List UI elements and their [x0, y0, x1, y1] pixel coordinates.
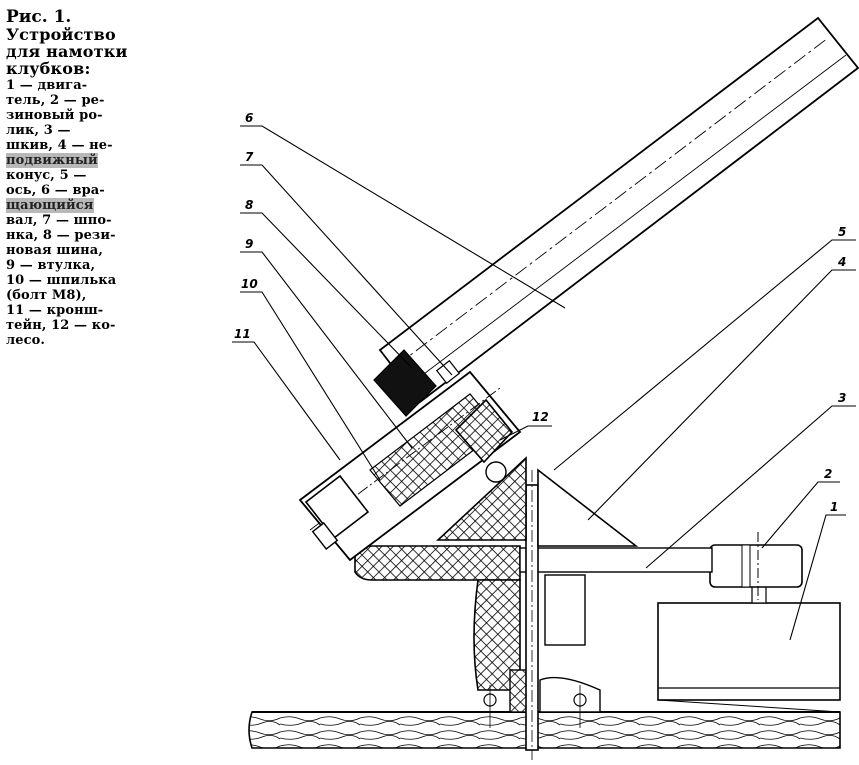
legend-line: вал, 7 — шпо-	[6, 213, 112, 228]
leader-12	[499, 425, 552, 441]
legend-line-highlight: подвижный	[6, 153, 98, 168]
legend-line: тель, 2 — ре-	[6, 93, 105, 108]
leader-7	[240, 164, 453, 376]
figure-caption: Рис. 1. Устройство для намотки клубков: …	[6, 8, 146, 348]
wheel	[454, 398, 514, 483]
label-11: 11	[234, 327, 251, 341]
leader-8	[240, 212, 413, 369]
legend-line: ось, 6 — вра-	[6, 183, 105, 198]
legend-line: шкив, 4 — не-	[6, 138, 113, 153]
bolt-end	[304, 474, 370, 550]
caption-heading-1: Устройство	[6, 25, 116, 44]
label-8: 8	[245, 198, 253, 212]
base-board	[248, 711, 841, 749]
legend-line: лесо.	[6, 333, 46, 348]
legend-line: новая шина,	[6, 243, 103, 258]
legend-line: 1 — двига-	[6, 78, 88, 93]
label-5: 5	[838, 225, 846, 239]
label-7: 7	[245, 150, 254, 164]
legend-line: тейн, 12 — ко-	[6, 318, 116, 333]
leader-10	[240, 291, 381, 481]
leader-9	[240, 251, 413, 449]
leader-4	[587, 269, 856, 521]
label-1: 1	[830, 500, 838, 514]
motor	[657, 584, 841, 713]
vertical-hub	[473, 574, 601, 713]
legend-line: нка, 8 — рези-	[6, 228, 116, 243]
legend-line-highlight: щающийся	[6, 198, 94, 213]
label-3: 3	[838, 391, 846, 405]
legend-line: щающийся	[6, 198, 146, 213]
legend-line: 11 — кронш-	[6, 303, 104, 318]
fixed-axle	[525, 470, 539, 760]
legend-line: лик, 3 —	[6, 123, 71, 138]
caption-legend: 1 — двига- тель, 2 — ре- зиновый ро- лик…	[6, 78, 146, 348]
label-6: 6	[245, 111, 253, 125]
legend-line: конус, 5 —	[6, 168, 87, 183]
rotating-shaft	[378, 16, 859, 404]
leader-lines	[232, 125, 856, 641]
figure-title: Рис. 1.	[6, 7, 72, 27]
legend-line: (болт M8),	[6, 288, 87, 303]
rubber-tire	[373, 349, 437, 417]
leader-3	[645, 405, 856, 569]
caption-heading-3: клубков:	[6, 59, 91, 78]
label-9: 9	[245, 237, 253, 251]
label-10: 10	[241, 277, 258, 291]
label-2: 2	[824, 467, 832, 481]
label-12: 12	[532, 410, 549, 424]
leader-6	[240, 125, 566, 309]
mounting-bolts	[483, 685, 587, 728]
legend-line: подвижный	[6, 153, 146, 168]
label-4: 4	[837, 255, 846, 269]
caption-heading-2: для намотки	[6, 42, 128, 61]
leader-1	[789, 514, 846, 641]
leader-11	[232, 341, 341, 461]
leader-5	[553, 239, 856, 471]
pulley-arm	[354, 545, 713, 581]
legend-line: 10 — шпилька	[6, 273, 117, 288]
legend-line: 9 — втулка,	[6, 258, 96, 273]
leader-2	[761, 481, 840, 549]
legend-line: зиновый ро-	[6, 108, 103, 123]
